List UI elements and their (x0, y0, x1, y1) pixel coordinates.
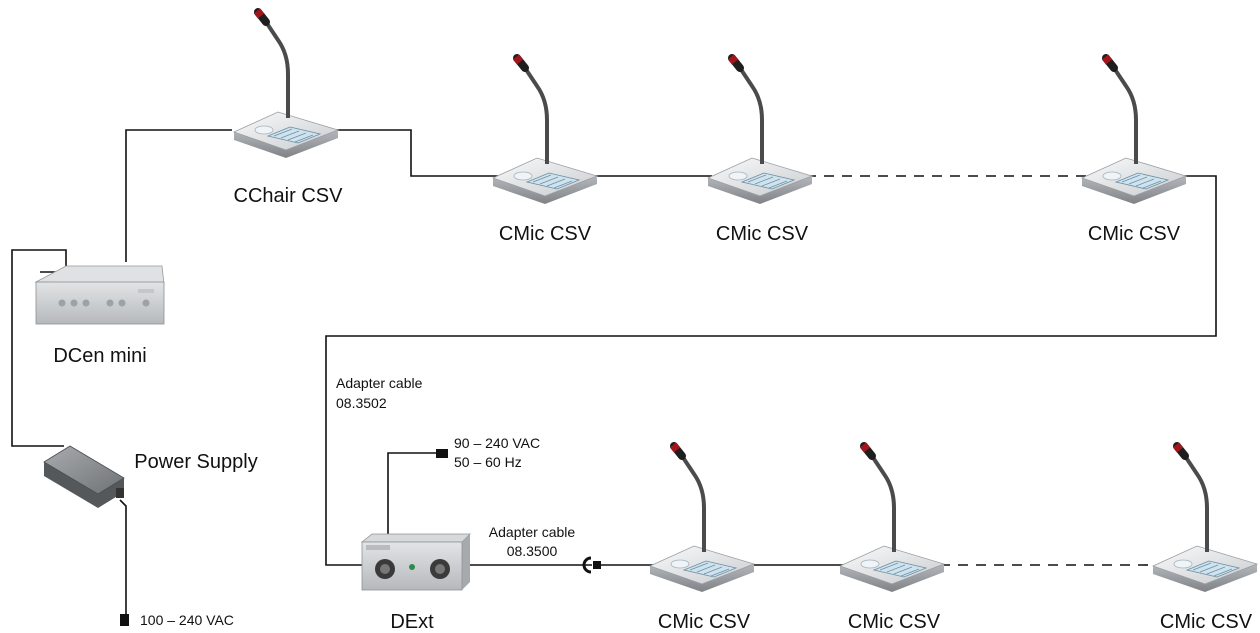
power-supply-brick (43, 445, 125, 508)
label-extender: DExt (390, 611, 434, 633)
label-ext-voltage: 90 – 240 VAC (454, 435, 540, 451)
mic-unit-bottom-1 (650, 445, 754, 592)
label-ext-frequency: 50 – 60 Hz (454, 454, 522, 470)
extender-box (360, 533, 471, 591)
label-mic-bottom-1: CMic CSV (658, 611, 751, 633)
label-adapter-cable-2-code: 08.3500 (507, 543, 558, 559)
mic-unit-top-3 (1082, 57, 1186, 204)
plug-icon (120, 614, 129, 626)
mic-unit-top-1 (493, 57, 597, 204)
mic-unit-top-2 (708, 57, 812, 204)
plug-icon (436, 449, 448, 458)
wiring (11, 129, 1217, 614)
mic-unit-bottom-2 (840, 445, 944, 592)
label-adapter-cable-2: Adapter cable (489, 524, 576, 540)
chair-unit (234, 11, 338, 158)
label-chair: CChair CSV (234, 185, 344, 207)
label-mic-top-1: CMic CSV (499, 223, 592, 245)
label-adapter-cable-1-code: 08.3502 (336, 395, 387, 411)
adapter-connector-icon (582, 556, 601, 574)
label-mic-top-3: CMic CSV (1088, 223, 1181, 245)
mic-unit-bottom-3 (1153, 445, 1257, 592)
label-adapter-cable-1: Adapter cable (336, 375, 423, 391)
label-central-unit: DCen mini (53, 345, 146, 367)
label-mic-bottom-3: CMic CSV (1160, 611, 1253, 633)
label-psu-input: 100 – 240 VAC (140, 612, 234, 628)
label-power-supply: Power Supply (134, 451, 257, 473)
central-unit-box (34, 265, 165, 325)
label-mic-bottom-2: CMic CSV (848, 611, 941, 633)
label-mic-top-2: CMic CSV (716, 223, 809, 245)
